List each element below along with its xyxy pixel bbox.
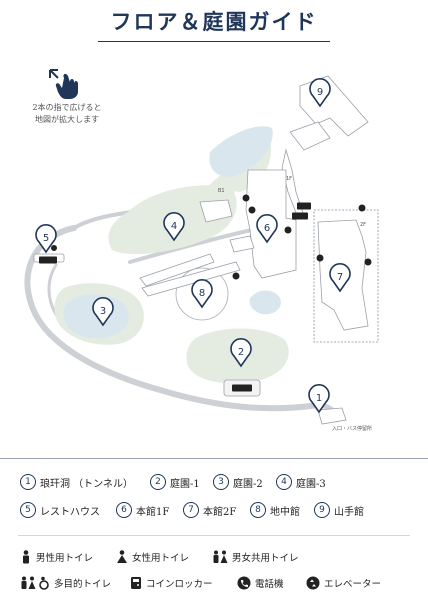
legend-label: 庭園-1 bbox=[170, 478, 200, 490]
male-toilet-icon bbox=[23, 550, 29, 564]
legend-label: 琅玕洞 （トンネル） bbox=[40, 478, 133, 490]
facility-markers bbox=[39, 194, 372, 392]
legend-label: レストハウス bbox=[40, 506, 100, 518]
pin-label: 4 bbox=[171, 221, 177, 232]
telephone-icon bbox=[237, 576, 251, 590]
pin-garden-2[interactable]: 3 bbox=[92, 297, 114, 327]
multipurpose-toilet-icon bbox=[21, 576, 49, 590]
map-facility-marker bbox=[292, 212, 308, 220]
legend-item[interactable]: 7 本館2F bbox=[183, 502, 236, 518]
map-facility-marker bbox=[248, 206, 256, 214]
map-facility-marker bbox=[316, 254, 324, 262]
floor-label-b1: B1 bbox=[218, 188, 225, 194]
legend-item[interactable]: 8 地中館 bbox=[250, 502, 300, 518]
legend-item[interactable]: 4 庭園-3 bbox=[276, 474, 326, 490]
legend-item[interactable]: 2 庭園-1 bbox=[150, 474, 200, 490]
pin-yamate-kan[interactable]: 9 bbox=[309, 78, 331, 108]
facility-item: 女性用トイレ bbox=[116, 550, 189, 564]
map-facility-marker bbox=[242, 194, 250, 202]
legend-number: 5 bbox=[20, 502, 36, 518]
legend-item[interactable]: 1 琅玕洞 （トンネル） bbox=[20, 474, 133, 490]
map-facility-marker bbox=[232, 384, 252, 392]
legend-divider bbox=[0, 458, 428, 459]
pin-main-hall-2f[interactable]: 7 bbox=[329, 263, 351, 293]
page-title: フロア＆庭園ガイド bbox=[110, 9, 318, 34]
zoom-hint-line1: 2本の指で広げると bbox=[32, 103, 102, 112]
pin-garden-1[interactable]: 2 bbox=[230, 338, 252, 368]
floor-label-1f: 1F bbox=[286, 176, 292, 182]
coin-locker-icon bbox=[131, 577, 141, 589]
legend-number: 6 bbox=[116, 502, 132, 518]
facility-label: コインロッカー bbox=[146, 579, 213, 590]
legend-number: 7 bbox=[183, 502, 199, 518]
legend-number: 1 bbox=[20, 474, 36, 490]
legend-number: 2 bbox=[150, 474, 166, 490]
map-facility-marker bbox=[232, 272, 240, 280]
facility-item: エレベーター bbox=[306, 576, 381, 590]
pin-label: 7 bbox=[337, 272, 343, 283]
map-facility-marker bbox=[39, 256, 57, 264]
facility-item: 男女共用トイレ bbox=[212, 550, 299, 564]
map-facility-marker bbox=[284, 226, 292, 234]
facility-label: 女性用トイレ bbox=[132, 553, 190, 564]
legend-label: 庭園-3 bbox=[296, 478, 326, 490]
elevator-icon bbox=[306, 576, 320, 590]
zoom-hint: 2本の指で広げると 地図が拡大します bbox=[8, 102, 126, 126]
facility-label: 電話機 bbox=[255, 579, 284, 590]
legend-item[interactable]: 9 山手館 bbox=[314, 502, 364, 518]
legend-label: 本館1F bbox=[136, 506, 170, 518]
legend-number: 9 bbox=[314, 502, 330, 518]
pin-label: 8 bbox=[199, 288, 205, 299]
map-facility-marker bbox=[364, 258, 372, 266]
facility-label: 男女共用トイレ bbox=[232, 553, 299, 564]
facility-label: エレベーター bbox=[324, 579, 382, 590]
zoom-hint-line2: 地図が拡大します bbox=[35, 115, 99, 124]
legend-item[interactable]: 5 レストハウス bbox=[20, 502, 100, 518]
legend-separator bbox=[18, 535, 410, 536]
legend-label: 地中館 bbox=[270, 506, 300, 518]
pinch-zoom-icon bbox=[49, 69, 78, 99]
map-facility-marker bbox=[51, 245, 57, 251]
legend-number: 4 bbox=[276, 474, 292, 490]
pin-underground-hall[interactable]: 8 bbox=[191, 279, 213, 309]
pin-label: 1 bbox=[316, 393, 322, 404]
facility-item: 電話機 bbox=[237, 576, 284, 590]
legend-label: 庭園-2 bbox=[233, 478, 263, 490]
facility-label: 多目的トイレ bbox=[54, 579, 112, 590]
entrance-label: 入口・バス停留所 bbox=[332, 425, 372, 432]
pin-tunnel[interactable]: 1 bbox=[308, 384, 330, 414]
title-underline bbox=[98, 41, 330, 42]
location-pins[interactable]: 9 4 6 5 7 8 3 bbox=[35, 78, 351, 414]
floor-label-2f: 2F bbox=[360, 222, 366, 228]
legend-item[interactable]: 3 庭園-2 bbox=[213, 474, 263, 490]
legend-number: 8 bbox=[250, 502, 266, 518]
map-facility-marker bbox=[358, 204, 366, 212]
pin-label: 5 bbox=[43, 233, 49, 244]
facility-label: 男性用トイレ bbox=[36, 553, 94, 564]
legend-number: 3 bbox=[213, 474, 229, 490]
map-facility-marker bbox=[297, 202, 311, 210]
legend-label: 本館2F bbox=[203, 506, 237, 518]
facility-item: 多目的トイレ bbox=[20, 576, 111, 590]
pin-label: 6 bbox=[264, 223, 270, 234]
female-toilet-icon bbox=[117, 550, 127, 563]
pin-label: 9 bbox=[317, 87, 323, 98]
unisex-toilet-icon bbox=[213, 550, 228, 563]
facility-item: コインロッカー bbox=[130, 576, 213, 590]
pin-label: 3 bbox=[100, 306, 106, 317]
legend-label: 山手館 bbox=[334, 506, 364, 518]
legend-item[interactable]: 6 本館1F bbox=[116, 502, 169, 518]
facility-item: 男性用トイレ bbox=[20, 550, 93, 564]
garden-map[interactable]: 1F 2F B1 入口・バス停留所 9 4 bbox=[0, 40, 428, 460]
pin-main-hall-1f[interactable]: 6 bbox=[256, 214, 278, 244]
pin-label: 2 bbox=[238, 347, 244, 358]
pin-rest-house[interactable]: 5 bbox=[35, 224, 57, 254]
pin-garden-3[interactable]: 4 bbox=[163, 212, 185, 242]
